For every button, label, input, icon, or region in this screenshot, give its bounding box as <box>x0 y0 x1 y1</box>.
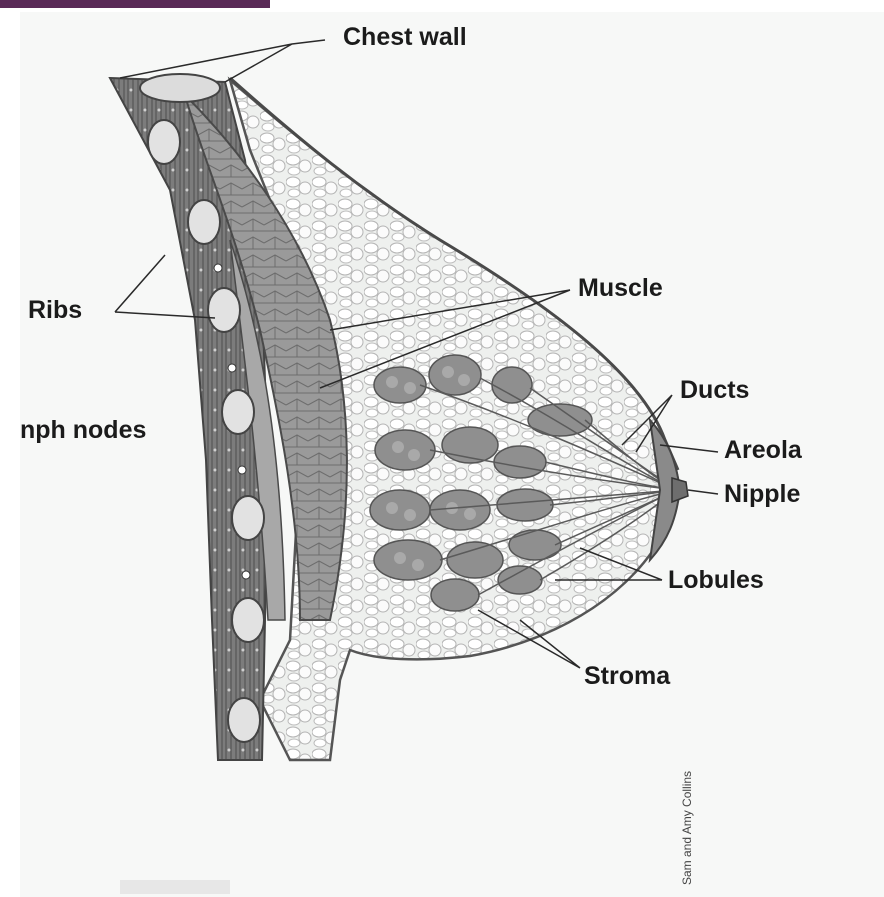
image-credit: Sam and Amy Collins <box>680 771 694 885</box>
partial-image-fragment <box>120 880 230 894</box>
label-ducts: Ducts <box>680 378 749 403</box>
rib-5 <box>232 496 264 540</box>
lymph-node <box>238 466 246 474</box>
rib-1 <box>148 120 180 164</box>
lymph-node <box>214 264 222 272</box>
lymph-node <box>228 364 236 372</box>
rib-4 <box>222 390 254 434</box>
label-chest-wall: Chest wall <box>343 25 467 50</box>
rib-3 <box>208 288 240 332</box>
rib-7 <box>228 698 260 742</box>
label-muscle: Muscle <box>578 276 663 301</box>
label-lobules: Lobules <box>668 568 764 593</box>
rib-2 <box>188 200 220 244</box>
label-ribs: Ribs <box>28 298 82 323</box>
nipple-shape <box>672 478 688 502</box>
label-nipple: Nipple <box>724 482 800 507</box>
label-stroma: Stroma <box>584 664 670 689</box>
label-lymph-nodes: nph nodes <box>20 418 146 443</box>
chest-wall-leader <box>120 40 325 82</box>
nipple-leader <box>688 490 718 494</box>
rib-6 <box>232 598 264 642</box>
label-areola: Areola <box>724 438 802 463</box>
lymph-node <box>242 571 250 579</box>
clavicle-bone <box>140 74 220 102</box>
